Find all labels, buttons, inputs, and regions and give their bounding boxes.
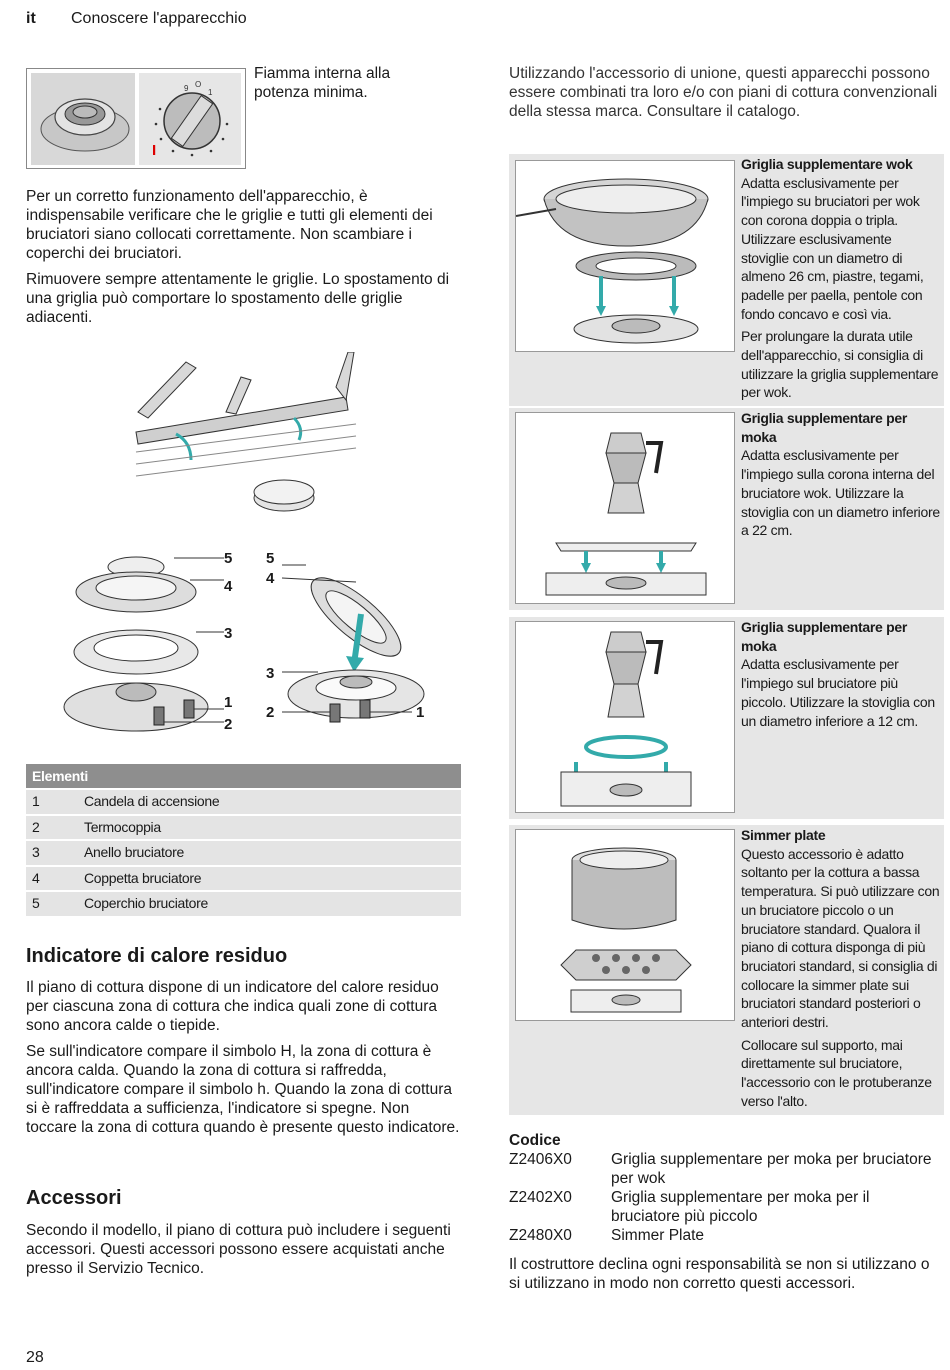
wok-desc1: Adatta esclusivamente per l'impiego su b… — [741, 174, 924, 322]
flame-illustration: 9 1 O — [31, 73, 241, 165]
accessories-para: Secondo il modello, il piano di cottura … — [26, 1222, 451, 1277]
code-desc: Simmer Plate — [611, 1227, 705, 1244]
flame-figure: 9 1 O — [26, 68, 246, 169]
row-label: Coperchio bruciatore — [84, 895, 208, 911]
paragraph-placement: Per un corretto funzionamento dell'appar… — [26, 188, 433, 262]
diagram-label-2-left: 2 — [224, 716, 233, 733]
table-row: 1 Candela di accensione — [26, 790, 461, 814]
row-number: 4 — [32, 869, 40, 886]
accessory-moka-small-panel: Griglia supplementare per moka Adatta es… — [509, 617, 944, 819]
row-number: 3 — [32, 844, 40, 860]
moka-wok-title: Griglia supplementare per moka — [741, 410, 907, 445]
accessories-heading: Accessori — [26, 1187, 122, 1209]
svg-text:O: O — [195, 80, 201, 89]
diagram-label-4-left: 4 — [224, 578, 233, 595]
diagram-label-1-left: 1 — [224, 694, 233, 711]
table-row: 4 Coppetta bruciatore — [26, 866, 461, 890]
section-title: Conoscere l'apparecchio — [71, 10, 247, 27]
disclaimer: Il costruttore declina ogni responsabili… — [509, 1256, 930, 1292]
residual-heat-para1: Il piano di cottura dispone di un indica… — [26, 979, 439, 1034]
moka-wok-text: Griglia supplementare per moka Adatta es… — [741, 409, 941, 540]
intro-paragraph: Utilizzando l'accessorio di unione, ques… — [509, 65, 938, 120]
moka-wok-desc: Adatta esclusivamente per l'impiego sull… — [741, 447, 940, 539]
diagram-label-4-right: 4 — [266, 570, 275, 587]
row-number: 2 — [32, 818, 40, 835]
diagram-label-5-left: 5 — [224, 550, 233, 567]
moka-small-title: Griglia supplementare per moka — [741, 619, 907, 654]
elements-table: Elementi 1 Candela di accensione 2 Termoco… — [26, 764, 461, 916]
row-label: Coppetta bruciatore — [84, 869, 202, 886]
code-row: Z2480X0 Simmer Plate — [509, 1226, 941, 1245]
row-number: 1 — [32, 793, 40, 809]
simmer-desc2: Collocare sul supporto, mai direttamente… — [741, 1036, 932, 1109]
wok-grid-illustration — [515, 160, 735, 352]
simmer-title: Simmer plate — [741, 827, 826, 843]
diagram-label-3-right: 3 — [266, 665, 275, 682]
code-row: Z2402X0 Griglia supplementare per moka pe… — [509, 1188, 941, 1226]
page-number: 28 — [26, 1349, 44, 1366]
row-label: Termocoppia — [84, 818, 161, 835]
paragraph-removal: Rimuovere sempre attentamente le griglie… — [26, 271, 450, 326]
code-desc: Griglia supplementare per moka per il br… — [611, 1189, 870, 1225]
accessory-moka-wok-panel: Griglia supplementare per moka Adatta es… — [509, 408, 944, 610]
diagram-label-2-right: 2 — [266, 704, 275, 721]
wok-text: Griglia supplementare wok Adatta esclusi… — [741, 155, 941, 402]
simmer-text: Simmer plate Questo accessorio è adatto … — [741, 826, 943, 1111]
wok-desc2: Per prolungare la durata utile dell'appa… — [741, 328, 939, 401]
burner-exploded-illustration — [63, 351, 425, 732]
accessory-simmer-panel: Simmer plate Questo accessorio è adatto … — [509, 825, 944, 1115]
code-desc: Griglia supplementare per moka per bruci… — [611, 1151, 932, 1187]
table-row: 3 Anello bruciatore — [26, 841, 461, 865]
code-row: Z2406X0 Griglia supplementare per moka pe… — [509, 1150, 941, 1188]
row-number: 5 — [32, 895, 40, 911]
diagram-label-1-right: 1 — [416, 704, 425, 721]
language-code: it — [26, 10, 36, 27]
residual-heat-heading: Indicatore di calore residuo — [26, 945, 288, 967]
simmer-desc1: Questo accessorio è adatto soltanto per … — [741, 845, 940, 1031]
burner-diagram: 5 4 3 1 2 5 4 3 2 1 — [56, 351, 456, 747]
moka-wok-illustration — [515, 412, 735, 604]
flame-caption: Fiamma interna alla potenza minima. — [254, 65, 391, 101]
diagram-label-5-right: 5 — [266, 550, 275, 567]
simmer-plate-illustration — [515, 829, 735, 1021]
wok-title: Griglia supplementare wok — [741, 156, 913, 172]
table-row: 5 Coperchio bruciatore — [26, 892, 461, 916]
code-value: Z2480X0 — [509, 1227, 572, 1244]
codes-heading: Codice — [509, 1132, 561, 1149]
diagram-label-3-left: 3 — [224, 625, 233, 642]
residual-heat-para2: Se sull'indicatore compare il simbolo H,… — [26, 1043, 460, 1136]
moka-small-illustration — [515, 621, 735, 813]
moka-small-text: Griglia supplementare per moka Adatta es… — [741, 618, 941, 730]
row-label: Anello bruciatore — [84, 844, 184, 860]
svg-text:9: 9 — [184, 84, 189, 93]
accessory-wok-panel: Griglia supplementare wok Adatta esclusi… — [509, 154, 944, 406]
code-value: Z2406X0 — [509, 1151, 572, 1168]
elements-table-header: Elementi — [26, 764, 461, 788]
svg-text:1: 1 — [208, 88, 213, 97]
moka-small-desc: Adatta esclusivamente per l'impiego sul … — [741, 656, 935, 729]
row-label: Candela di accensione — [84, 793, 220, 809]
table-row: 2 Termocoppia — [26, 815, 461, 839]
code-value: Z2402X0 — [509, 1189, 572, 1206]
